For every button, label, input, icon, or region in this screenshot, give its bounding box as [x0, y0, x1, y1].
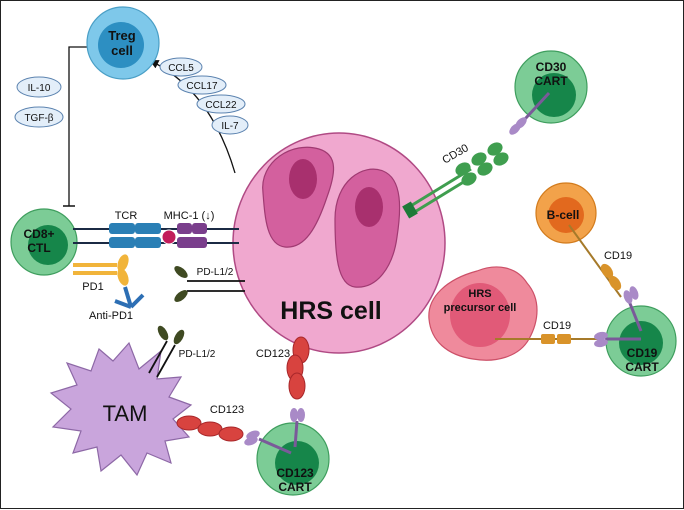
pd1-label: PD1 [82, 281, 103, 293]
cytokine-label: CCL17 [186, 81, 218, 92]
cd19-precursor-label: CD19 [543, 320, 571, 332]
pdl12-hrs-label: PD-L1/2 [197, 267, 234, 278]
tam-label: TAM [103, 401, 148, 426]
treg-label-line1: Treg [108, 28, 136, 43]
cd30-cart-label-line1: CD30 [536, 60, 567, 74]
precursor-label-line2: precursor cell [444, 302, 517, 314]
hrs-precursor-cell: HRS precursor cell CD19 [428, 266, 601, 361]
hrs-cell: HRS cell [232, 132, 446, 354]
precursor-label-line1: HRS [468, 288, 491, 300]
cd123-hrs-receptor: CD123 [256, 336, 310, 400]
cd19-cart-label-line2: CART [625, 360, 659, 374]
cd19-bcell-label: CD19 [604, 250, 632, 262]
pd1-complex: PD1 Anti-PD1 [73, 254, 145, 322]
mhc1-label: MHC-1 (↓) [164, 210, 215, 222]
treg-inhibition-line [68, 46, 97, 206]
cytokine-label: TGF-β [24, 113, 53, 124]
anti-pd1-label: Anti-PD1 [89, 310, 133, 322]
tcr-mhc-complex: TCR MHC-1 (↓) [73, 210, 239, 248]
cd123-hrs-label: CD123 [256, 348, 290, 360]
cd123-tam-label: CD123 [210, 404, 244, 416]
cytokine-group-left: IL-10 TGF-β [14, 76, 64, 128]
treg-cell: Treg cell [86, 6, 160, 80]
pdl12-hrs: PD-L1/2 [174, 266, 245, 302]
cytokine-label: CCL5 [168, 63, 194, 74]
cd8-ctl-cell: CD8+ CTL [10, 208, 78, 276]
cytokine-label: CCL22 [205, 100, 237, 111]
tcr-label: TCR [115, 210, 138, 222]
tam-cell: TAM PD-L1/2 CD123 [49, 325, 244, 477]
cd123-cart-label-line2: CART [278, 480, 312, 494]
cd123-cart-cell: CD123 CART [244, 408, 330, 496]
cd8-label-line1: CD8+ [23, 227, 54, 241]
cd19-cart-cell: CD19 CART [594, 286, 677, 377]
cytokine-label: IL-7 [221, 121, 239, 132]
treg-label-line2: cell [111, 43, 133, 58]
b-cell: B-cell CD19 [535, 182, 632, 298]
cytokine-group-right: CCL5 CCL17 CCL22 IL-7 [159, 57, 249, 135]
cd30-cart-label-line2: CART [534, 74, 568, 88]
cd123-cart-label-line1: CD123 [276, 466, 314, 480]
pdl12-tam-label: PD-L1/2 [179, 349, 216, 360]
bcell-label: B-cell [547, 208, 580, 222]
anti-pd1-antibody [114, 286, 145, 309]
cd30-cart-cell: CD30 CART [509, 50, 588, 135]
hrs-cell-label: HRS cell [280, 297, 381, 325]
cd8-label-line2: CTL [27, 241, 50, 255]
cd19-cart-label-line1: CD19 [627, 346, 658, 360]
cytokine-label: IL-10 [28, 83, 51, 94]
